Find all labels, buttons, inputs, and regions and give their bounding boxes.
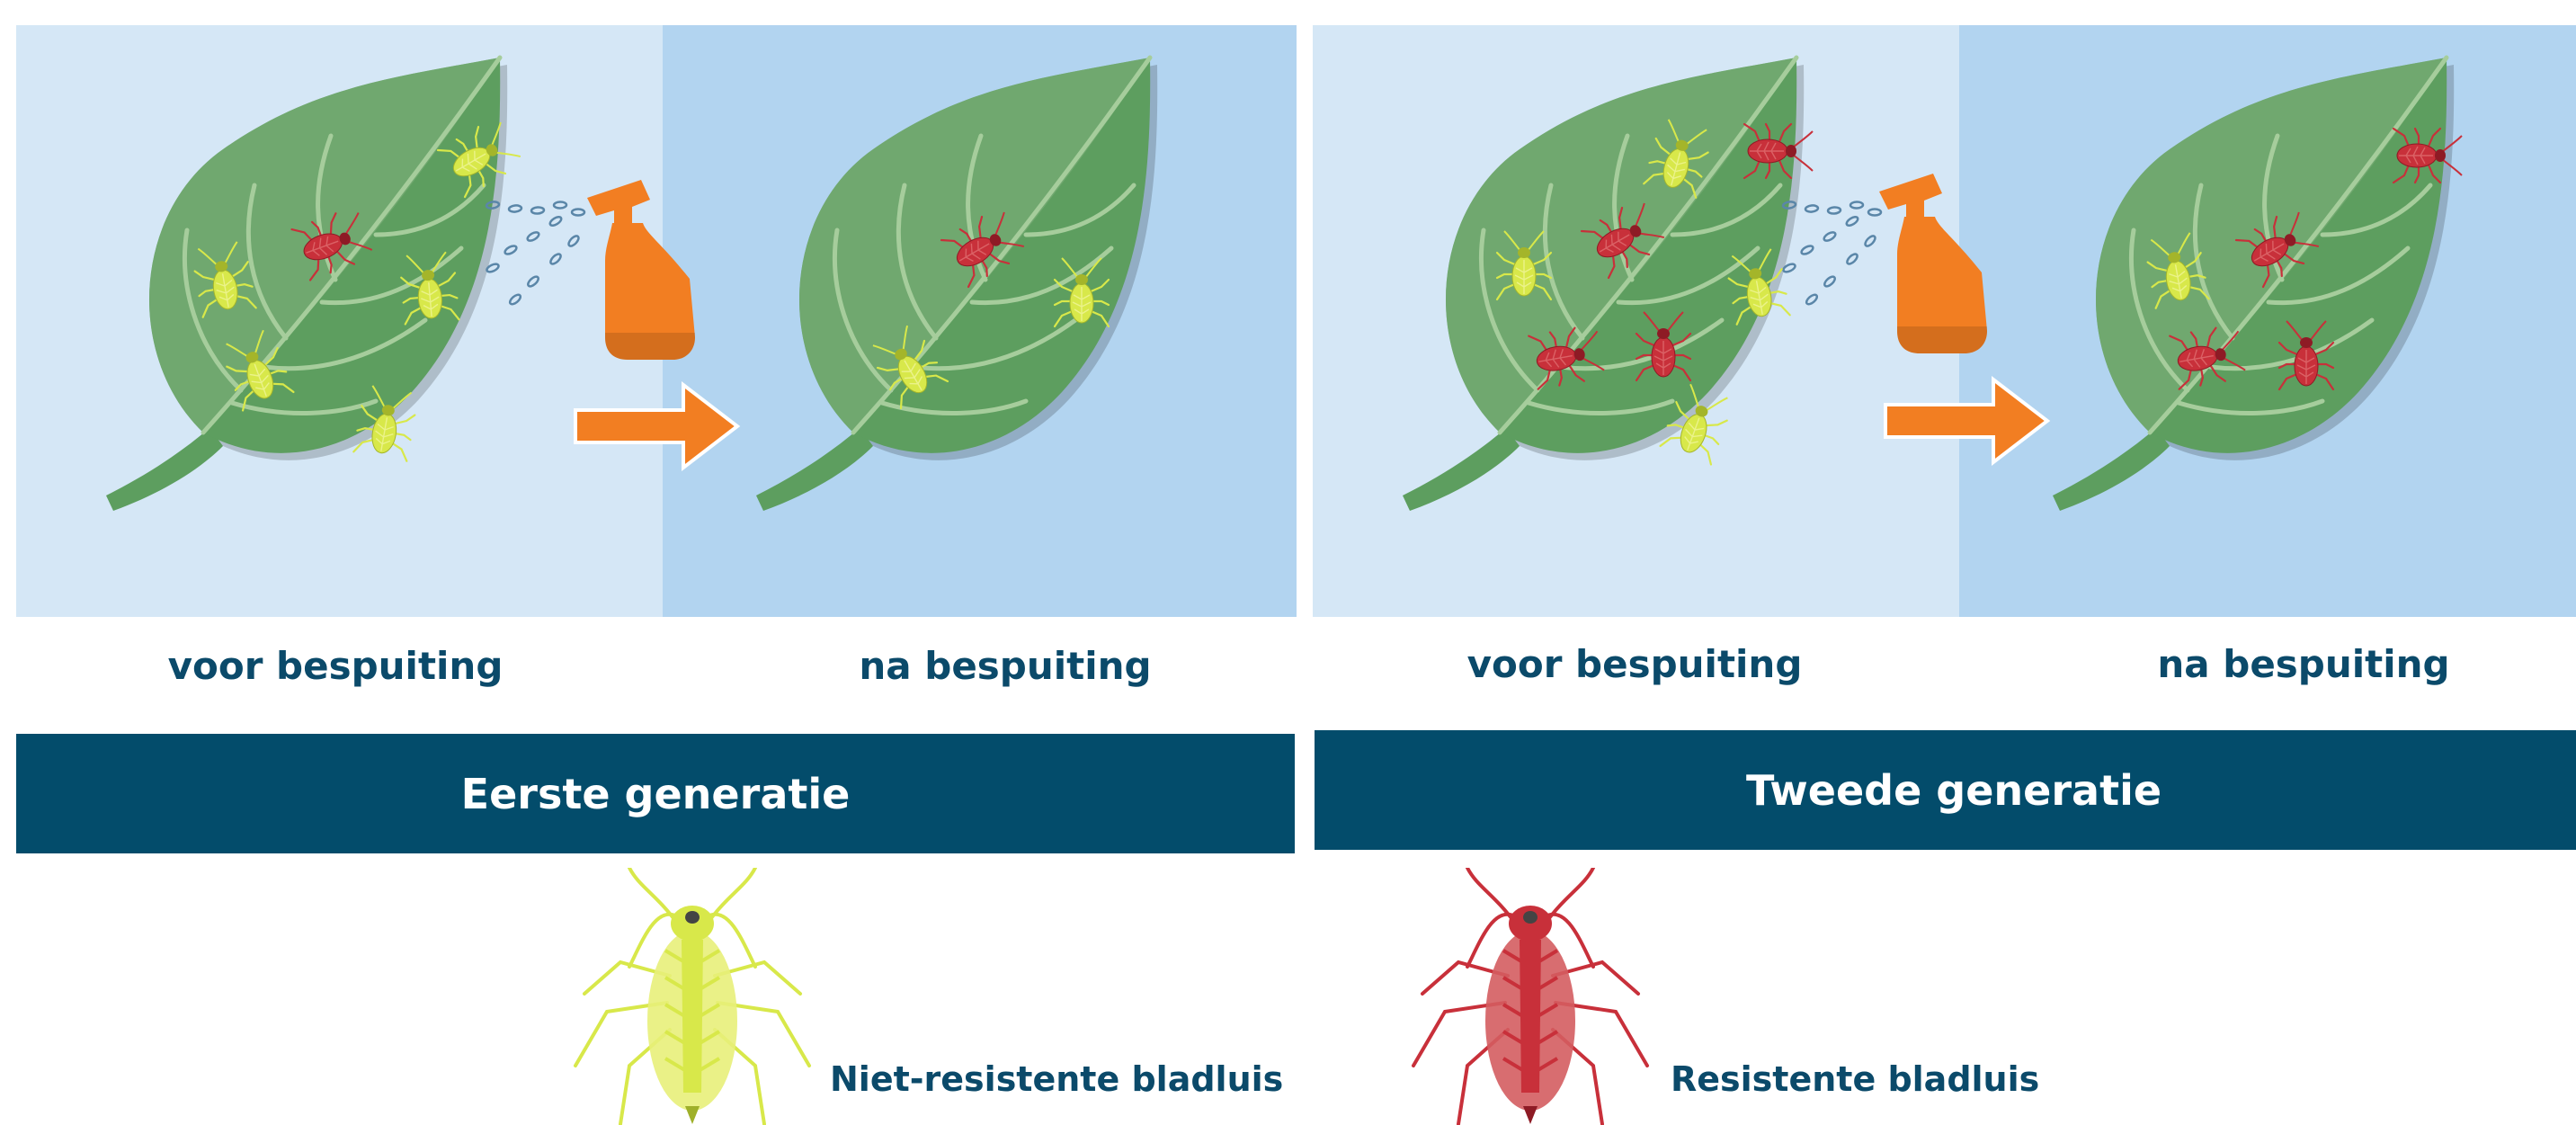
spray-mist: [486, 201, 584, 307]
leaf: [106, 58, 507, 511]
panel-first-generation: [16, 25, 1297, 617]
leaf: [1403, 58, 1804, 511]
generation-banner: Eerste generatie: [16, 734, 1295, 853]
leaf: [2053, 58, 2454, 511]
generation-banner-title: Tweede generatie: [1746, 766, 2162, 815]
leaf: [756, 58, 1157, 511]
spray-mist: [1782, 201, 1881, 307]
panel-first-generation-illustration: [16, 25, 1297, 617]
spray-bottle-icon: [587, 180, 695, 360]
panel-second-generation-illustration: [1313, 25, 2576, 617]
arrow-right-icon: [1885, 379, 2047, 462]
arrow-right-icon: [575, 385, 737, 468]
non-resistant-aphid-icon: [566, 868, 818, 1125]
resistant-aphid-icon: [1404, 868, 1656, 1125]
generation-banner-title: Eerste generatie: [461, 770, 851, 818]
generation-banner: Tweede generatie: [1315, 730, 2576, 850]
before-spray-label: voor bespuiting: [102, 644, 569, 688]
spray-bottle-icon: [1879, 174, 1987, 353]
before-spray-label: voor bespuiting: [1401, 642, 1868, 686]
after-spray-label: na bespuiting: [2070, 642, 2537, 686]
after-spray-label: na bespuiting: [771, 644, 1239, 688]
panel-second-generation: [1313, 25, 2576, 617]
resistant-aphid-label: Resistente bladluis: [1671, 1059, 2039, 1099]
non-resistant-aphid-label: Niet-resistente bladluis: [830, 1059, 1283, 1099]
